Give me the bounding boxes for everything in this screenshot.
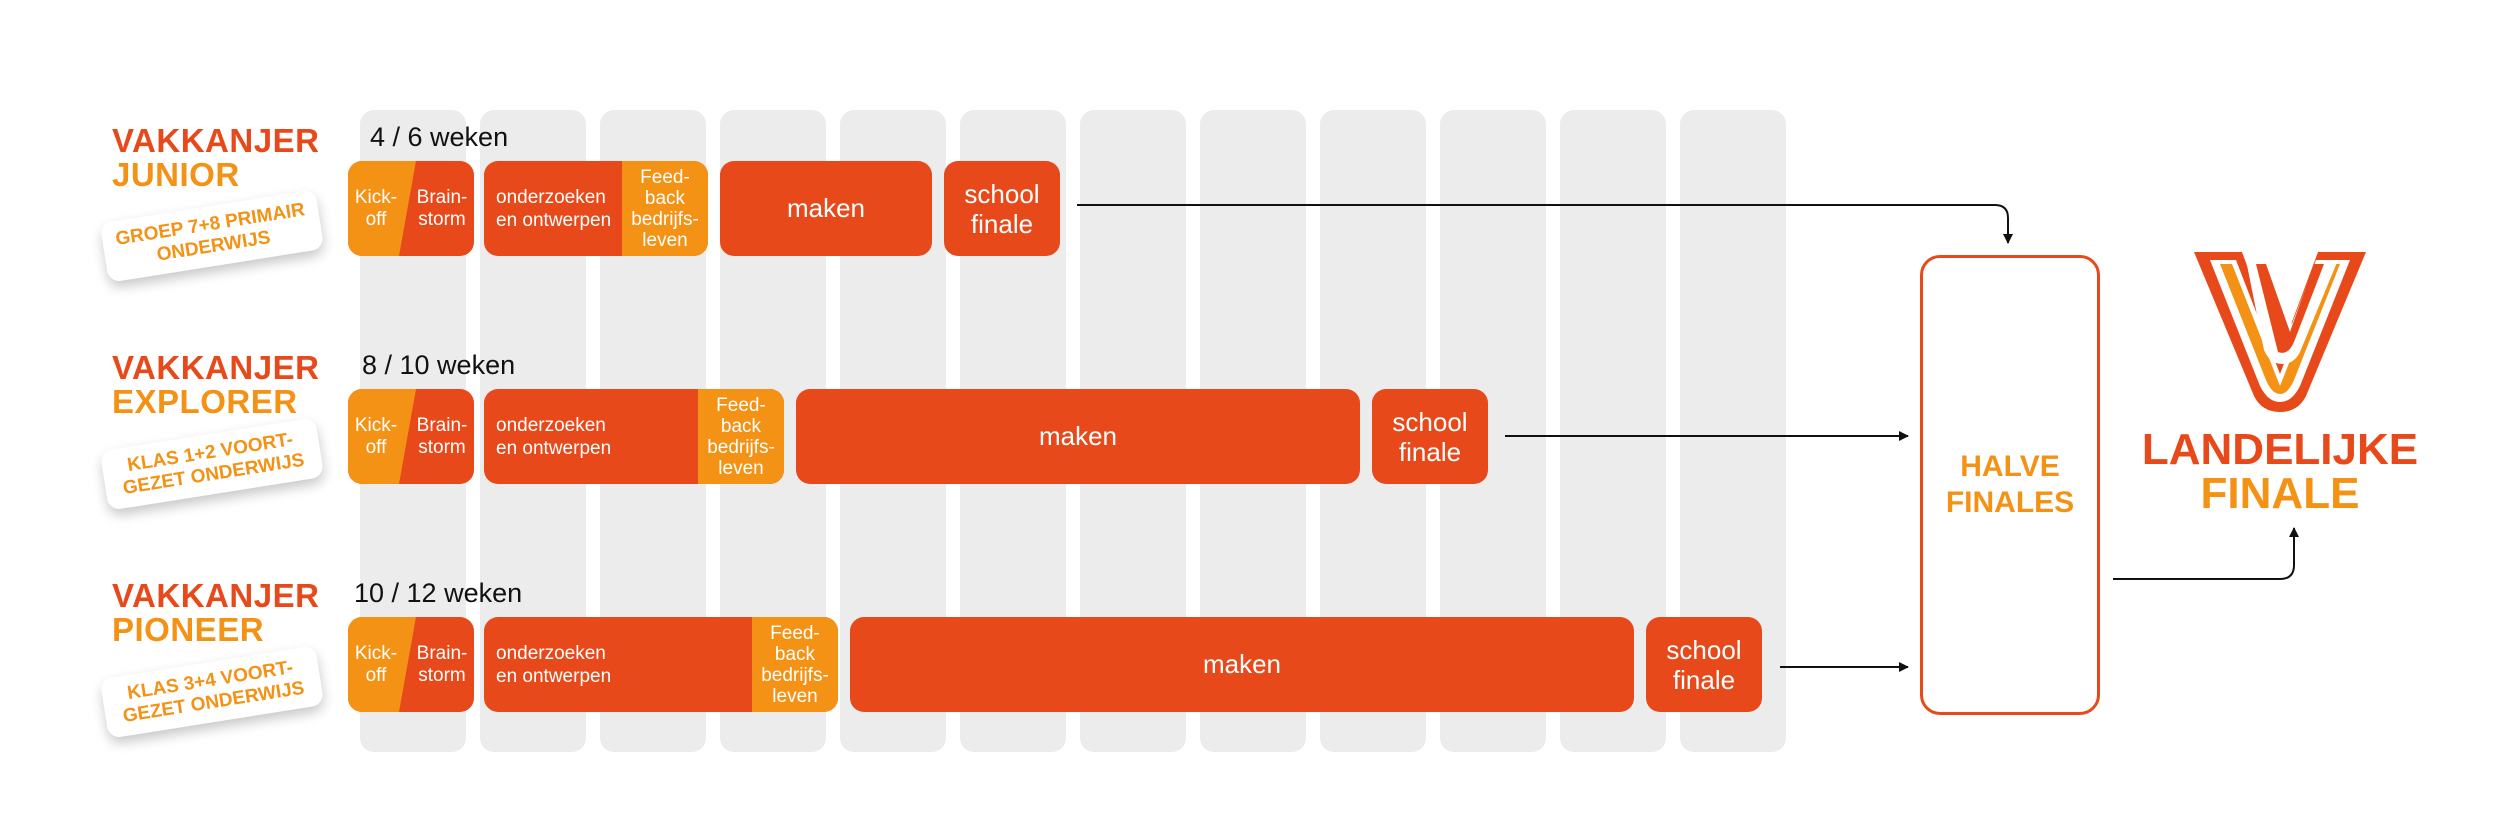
research-design-label: onderzoeken en ontwerpen (496, 186, 612, 231)
brainstorm-label: Brain- storm (416, 414, 468, 458)
school-final-block: school finale (1372, 389, 1488, 484)
semi-finals-line1: HALVE (1960, 450, 2060, 483)
national-final-line2: FINALE (2200, 469, 2360, 518)
research-feedback-block: onderzoeken en ontwerpen Feed- back bedr… (484, 617, 838, 712)
track-title-line2: PIONEER (112, 611, 265, 648)
semi-finals-box: HALVE FINALES (1920, 255, 2100, 715)
kickoff-brainstorm-block: Kick- off Brain- storm (348, 161, 474, 256)
brainstorm-label: Brain- storm (416, 186, 468, 230)
make-label: maken (786, 193, 866, 223)
track-title-junior: VAKKANJER JUNIOR (112, 124, 319, 192)
duration-label: 10 / 12 weken (354, 578, 523, 608)
kickoff-label: Kick- off (354, 642, 398, 686)
track-title-line1: VAKKANJER (112, 577, 320, 614)
make-label: maken (1038, 421, 1118, 451)
kickoff-brainstorm-block: Kick- off Brain- storm (348, 389, 474, 484)
school-final-label: school finale (964, 178, 1040, 239)
duration-label: 8 / 10 weken (362, 350, 516, 380)
arrow-halve-to-landelijke (2113, 527, 2299, 580)
make-block: maken (796, 389, 1360, 484)
national-final-line1: LANDELIJKE (2141, 425, 2419, 474)
school-final-block: school finale (1646, 617, 1762, 712)
national-final-title: LANDELIJKE FINALE (2130, 428, 2430, 516)
kickoff-label: Kick- off (354, 414, 398, 458)
make-block: maken (720, 161, 932, 256)
make-block: maken (850, 617, 1634, 712)
school-final-block: school finale (944, 161, 1060, 256)
feedback-label: Feed- back bedrijfs- leven (707, 394, 775, 479)
track-title-line2: JUNIOR (112, 156, 240, 193)
track-title-pioneer: VAKKANJER PIONEER (112, 579, 319, 647)
research-feedback-block: onderzoeken en ontwerpen Feed- back bedr… (484, 161, 708, 256)
track-title-line2: EXPLORER (112, 383, 298, 420)
semi-finals-line2: FINALES (1945, 486, 2075, 519)
research-design-label: onderzoeken en ontwerpen (496, 642, 612, 687)
kickoff-brainstorm-block: Kick- off Brain- storm (348, 617, 474, 712)
kickoff-label: Kick- off (354, 186, 398, 230)
track-title-explorer: VAKKANJER EXPLORER (112, 351, 319, 419)
duration-label: 4 / 6 weken (370, 122, 509, 152)
brainstorm-label: Brain- storm (416, 642, 468, 686)
feedback-label: Feed- back bedrijfs- leven (761, 622, 829, 707)
research-feedback-block: onderzoeken en ontwerpen Feed- back bedr… (484, 389, 784, 484)
vakkanjer-v-logo-icon (2194, 252, 2366, 412)
arrow-junior-to-halve (1077, 204, 2013, 244)
feedback-label: Feed- back bedrijfs- leven (631, 166, 699, 251)
track-title-line1: VAKKANJER (112, 122, 320, 159)
make-label: maken (1202, 649, 1282, 679)
research-design-label: onderzoeken en ontwerpen (496, 414, 612, 459)
track-title-line1: VAKKANJER (112, 349, 320, 386)
school-final-label: school finale (1666, 634, 1742, 695)
school-final-label: school finale (1392, 406, 1468, 467)
